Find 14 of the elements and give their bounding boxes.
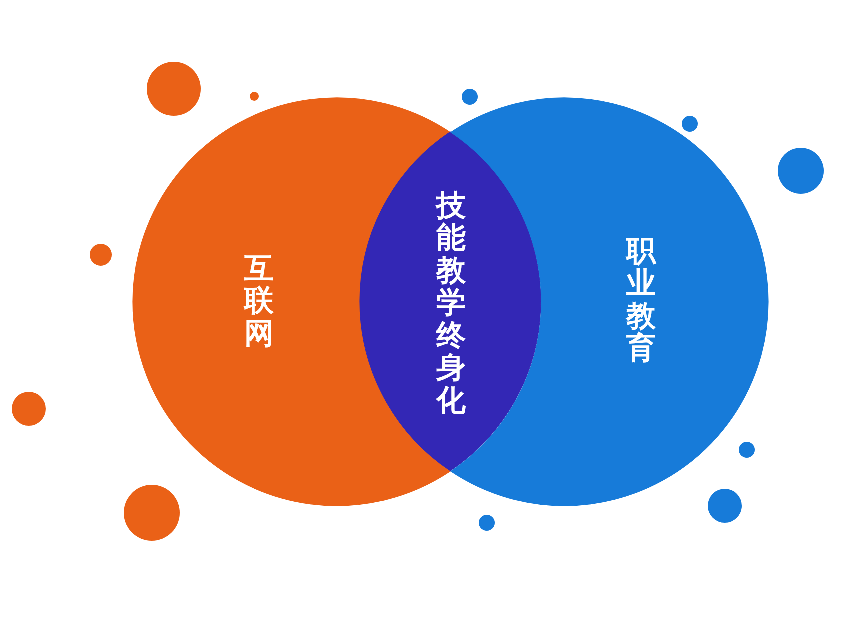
decorative-dot: [147, 62, 201, 116]
decorative-dot: [90, 244, 112, 266]
decorative-dot: [778, 148, 824, 194]
decorative-dot: [708, 489, 742, 523]
decorative-dot: [739, 442, 755, 458]
decorative-dot: [462, 89, 478, 105]
decorative-dot: [12, 392, 46, 426]
node-label: 互联网: [244, 252, 274, 350]
decorative-dot: [682, 116, 698, 132]
node-label: 职业教育: [626, 235, 656, 365]
overlap-region: [360, 132, 541, 472]
node-label: 技能教学终身化: [436, 189, 466, 417]
decorative-dot: [479, 515, 495, 531]
decorative-dot: [250, 92, 258, 100]
